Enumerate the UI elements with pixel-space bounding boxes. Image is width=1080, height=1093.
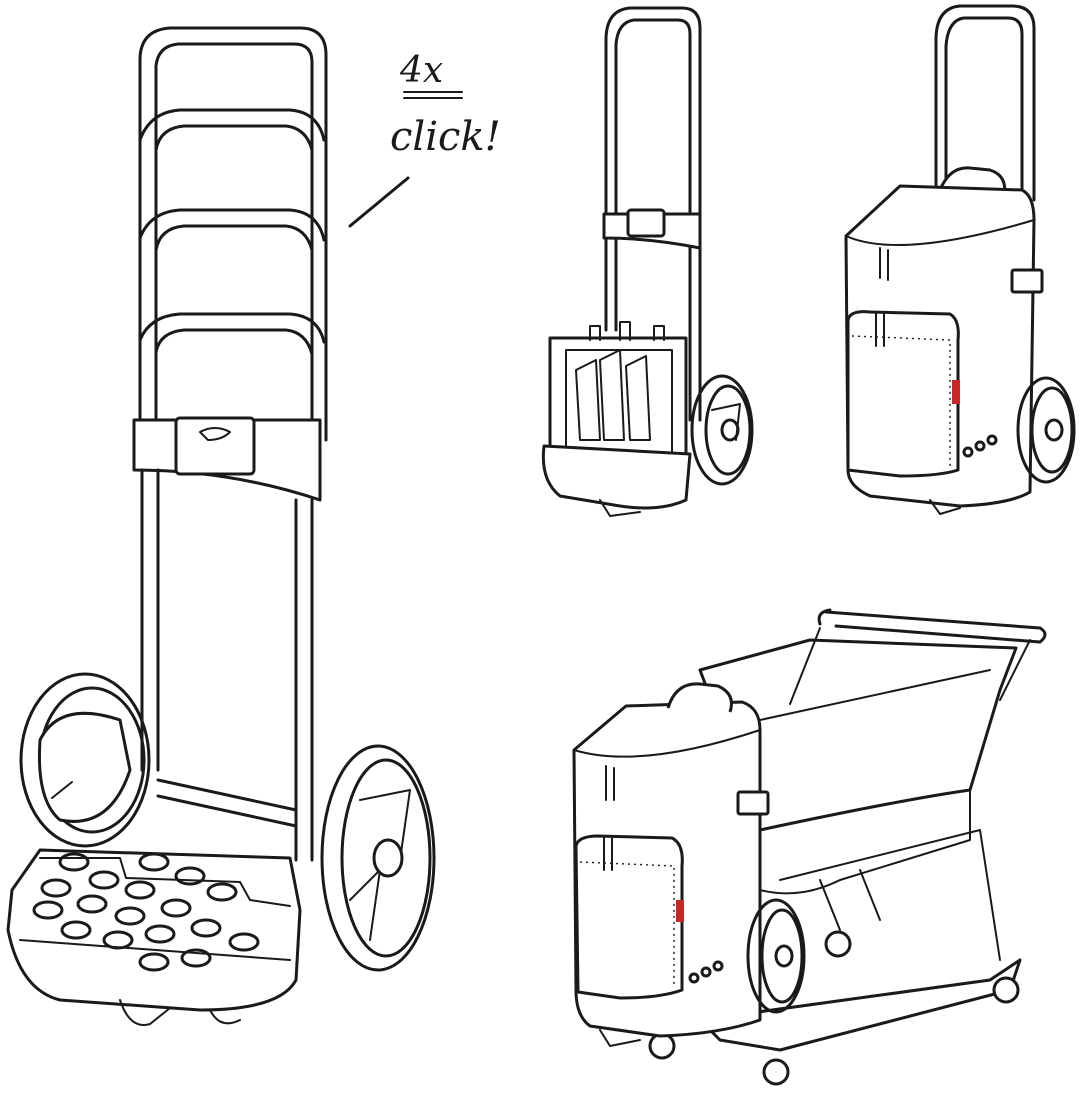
click-count-label: 4x <box>399 50 443 91</box>
click-action-label: click! <box>390 114 501 160</box>
trolley-with-shopping-bag <box>844 4 1076 515</box>
trolley-with-bottle-crate <box>541 6 754 517</box>
click-annotation: 4x click! <box>348 50 501 228</box>
foldable-trolley-frame <box>6 26 436 1026</box>
shopping-bag-on-shopping-cart <box>572 608 1047 1086</box>
